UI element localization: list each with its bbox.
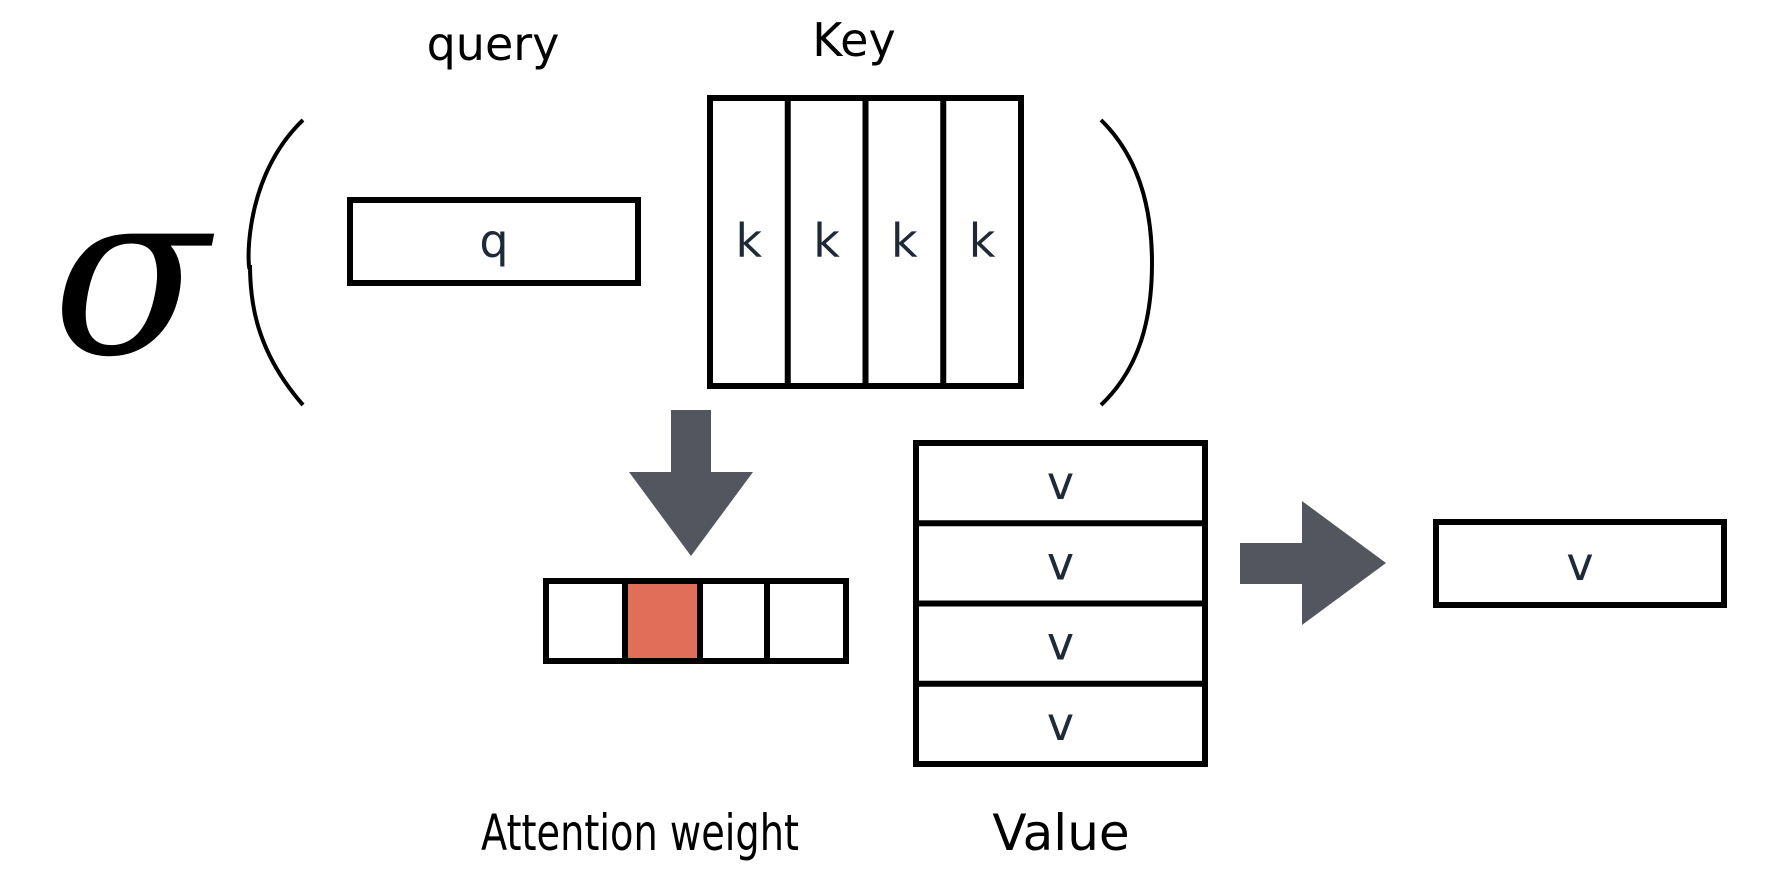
query-cell [347, 197, 641, 286]
output-vector: v [1433, 519, 1727, 608]
attention-weight-highlight [628, 584, 697, 658]
value-cell-text: v [1047, 617, 1074, 671]
value-cell-text: v [1047, 456, 1074, 510]
output-cell [1433, 519, 1727, 608]
value-cell-text: v [1047, 697, 1074, 751]
attention-weight-vector [543, 578, 849, 664]
down-arrow-icon [629, 410, 753, 556]
query-vector: q [347, 197, 641, 286]
value-label: Value [992, 804, 1129, 862]
attention-weight-label: Attention weight [481, 804, 799, 862]
query-label: query [427, 17, 560, 71]
key-cell-text: k [736, 214, 763, 268]
output-cell-text: v [1566, 537, 1593, 591]
key-cell-text: k [969, 214, 996, 268]
key-label: Key [812, 13, 895, 67]
key-cell-text: k [813, 214, 840, 268]
key-cell-text: k [891, 214, 918, 268]
query-cell-text: q [479, 214, 508, 268]
sigma-symbol: σ [52, 141, 215, 408]
right-arrow-icon [1240, 501, 1386, 625]
right-parenthesis [1099, 118, 1155, 407]
left-parenthesis [246, 118, 305, 407]
value-cell-text: v [1047, 536, 1074, 590]
